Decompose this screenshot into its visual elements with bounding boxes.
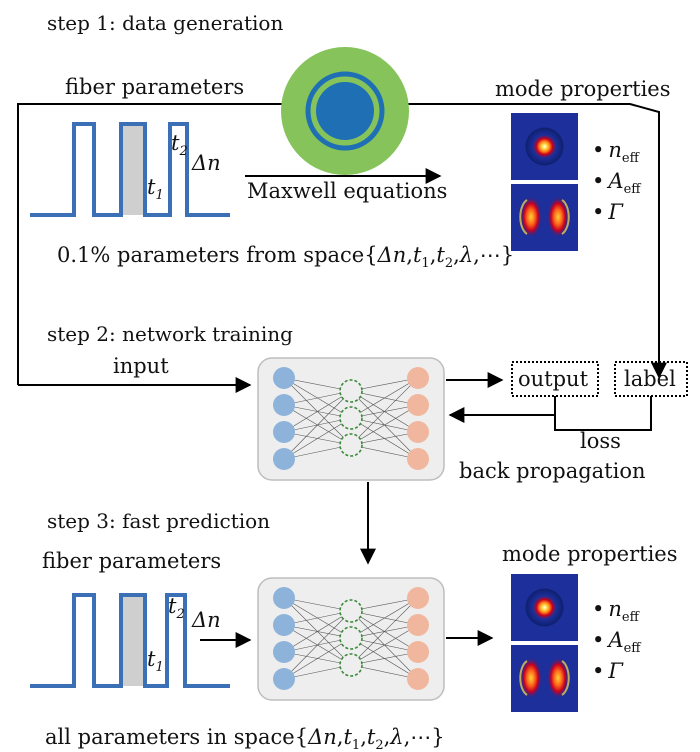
fiber-cross-section-icon — [281, 47, 409, 175]
output-node — [407, 448, 429, 470]
input-node — [273, 668, 295, 690]
label-text: label — [624, 367, 676, 391]
top-flow-line — [17, 103, 667, 385]
step1-neff-item: •neff — [592, 138, 641, 166]
step1-title: step 1: data generation — [47, 11, 283, 35]
step1-mode-properties-label: mode properties — [495, 77, 671, 101]
step1-t2-symbol: t2 — [171, 131, 188, 159]
step1-aeff-item: •Aeff — [592, 169, 642, 197]
step3-delta-n-symbol: Δn — [191, 608, 221, 632]
step3-index-profile — [30, 593, 230, 688]
step3-aeff-item: •Aeff — [592, 628, 642, 656]
hidden-node — [339, 599, 363, 623]
step1-delta-n-symbol: Δn — [191, 151, 221, 175]
input-node — [273, 448, 295, 470]
step3-gamma-item: •Γ — [592, 659, 624, 683]
output-node — [407, 614, 429, 636]
output-node — [407, 394, 429, 416]
output-node — [407, 421, 429, 443]
input-node — [273, 587, 295, 609]
step1-t1-symbol: t1 — [147, 175, 164, 203]
output-node — [407, 587, 429, 609]
step3-parameter-space: all parameters in space{Δn,t1,t2,λ,⋯} — [45, 725, 445, 752]
step3-mode-images — [511, 574, 578, 712]
step3-t1-symbol: t1 — [147, 647, 164, 675]
output-node — [407, 641, 429, 663]
step3-title: step 3: fast prediction — [47, 509, 270, 533]
maxwell-equations-label: Maxwell equations — [247, 179, 447, 203]
step3-t2-symbol: t2 — [168, 594, 185, 622]
hidden-node — [339, 653, 363, 677]
step3-fiber-parameters-label: fiber parameters — [42, 549, 221, 573]
input-node — [273, 641, 295, 663]
output-label: output — [518, 367, 589, 391]
step2-title: step 2: network training — [47, 322, 293, 346]
step1-index-profile — [30, 122, 230, 217]
loss-label: loss — [580, 429, 621, 453]
input-label: input — [113, 354, 169, 378]
step3-mode-properties-label: mode properties — [502, 542, 678, 566]
step2-neural-network — [257, 357, 445, 481]
hidden-node — [339, 433, 363, 457]
back-propagation-label: back propagation — [459, 459, 646, 483]
input-node — [273, 614, 295, 636]
hidden-node — [339, 626, 363, 650]
output-node — [407, 367, 429, 389]
output-node — [407, 668, 429, 690]
step1-gamma-item: •Γ — [592, 200, 624, 224]
hidden-node — [339, 406, 363, 430]
loss-bracket — [554, 396, 652, 431]
input-node — [273, 367, 295, 389]
input-node — [273, 394, 295, 416]
step3-neff-item: •neff — [592, 597, 641, 625]
hidden-node — [339, 379, 363, 403]
step1-mode-images — [511, 113, 578, 251]
step1-fiber-parameters-label: fiber parameters — [65, 75, 244, 99]
step1-parameter-space: 0.1% parameters from space{Δn,t1,t2,λ,⋯} — [57, 243, 514, 271]
step3-neural-network — [257, 577, 445, 701]
input-node — [273, 421, 295, 443]
